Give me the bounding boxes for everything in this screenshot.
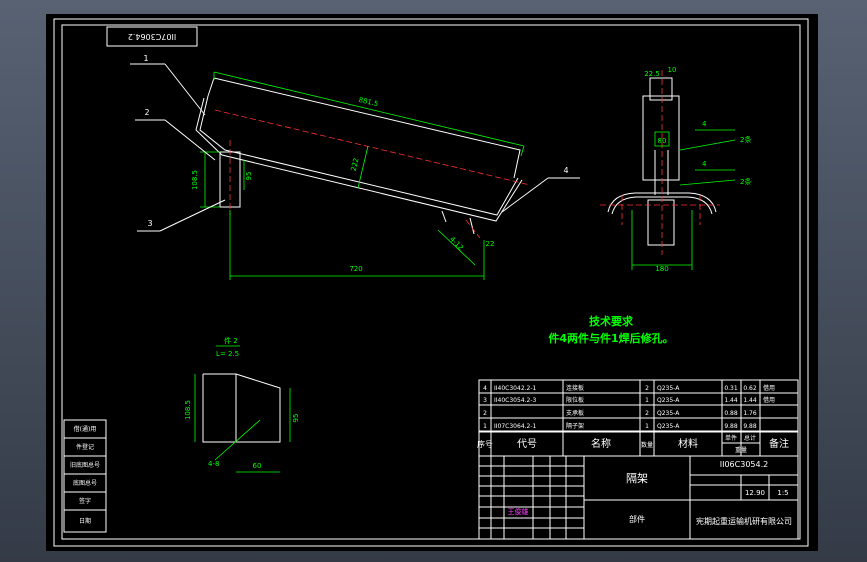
svg-text:2: 2 [645,410,649,417]
dim-side: 108.5 [191,170,199,190]
bom-row: 4 II40C3042.2-1 连接板 2 Q235-A 0.31 0.62 借… [483,384,775,392]
strip-label: 日期 [79,517,91,525]
bom-row: 1 II07C3064.2-1 隔子架 1 Q235-A 9.88 9.88 [483,422,757,430]
dim-right-width: 180 [655,265,668,273]
company-name: 宪期起重运输机研有限公司 [696,516,792,526]
dim-r: 22 [486,240,495,248]
bom-row: 3 II40C3054.2-3 限位板 1 Q235-A 1.44 1.44 借… [483,396,775,404]
svg-text:限位板: 限位板 [566,396,584,404]
svg-text:隔子架: 隔子架 [566,422,584,430]
bom-table: 序号 代号 名称 数量 材料 单件 总计 重量 备注 4 II40C3042.2… [477,379,799,457]
svg-text:0.88: 0.88 [724,410,738,417]
svg-text:1.44: 1.44 [724,397,738,404]
bom-header-mat: 材料 [678,437,698,450]
svg-text:9.88: 9.88 [743,423,757,430]
part2-detail: 件 2 L= 2.5 108.5 95 60 4-8 [184,336,300,473]
tech-title: 技术要求 [589,314,634,328]
svg-text:Q235-A: Q235-A [657,385,680,392]
side-view: 180 22.5 10 80 4 2条 4 2条 [600,66,751,273]
svg-text:II40C3054.2-3: II40C3054.2-3 [494,397,537,404]
main-view: 881.5 222 720 108.5 95 4-12 22 1 2 3 4 [130,54,580,280]
bom-header-total: 总计 [744,434,756,442]
weld-side-1: 2条 [740,135,751,144]
svg-text:3: 3 [483,397,487,404]
part-type: 部件 [629,514,645,524]
dim-right-top: 22.5 [644,70,660,78]
strip-label: 底图总号 [73,479,97,487]
svg-text:2: 2 [483,410,487,417]
svg-text:1.44: 1.44 [743,397,757,404]
svg-text:0.62: 0.62 [743,385,757,392]
bom-header-name: 名称 [591,437,611,450]
outer-border [53,18,809,547]
tech-line: 件4两件与件1焊后修孔。 [548,331,673,345]
weld-2: 4 [702,160,707,168]
strip-label: 件登记 [76,443,94,451]
leader-2: 2 [144,108,149,117]
drawing-number: II06C3054.2 [720,460,768,469]
strip-label: 借(通)用 [74,425,97,433]
weld-1: 4 [702,120,707,128]
designer-name: 王俊雄 [508,507,529,516]
svg-text:0.31: 0.31 [724,385,738,392]
svg-text:借用: 借用 [763,384,775,392]
leader-1: 1 [143,54,148,63]
svg-text:2: 2 [645,385,649,392]
part2-label: 件 2 [224,336,238,345]
svg-text:4: 4 [483,385,487,392]
title-block: II06C3054.2 隔架 部件 宪期起重运输机研有限公司 12.90 1:5… [478,455,799,540]
inner-border [61,24,801,540]
svg-text:1: 1 [483,423,487,430]
svg-text:支承板: 支承板 [566,409,584,417]
bom-header-weight: 重量 [735,446,747,454]
part2-b: 60 [253,462,262,470]
bom-header-unit: 单件 [725,434,737,442]
svg-text:1: 1 [645,423,649,430]
svg-text:借用: 借用 [763,396,775,404]
bom-row: 2 支承板 2 Q235-A 0.88 1.76 [483,409,757,417]
paper [46,14,818,551]
svg-text:II40C3042.2-1: II40C3042.2-1 [494,385,537,392]
svg-text:Q235-A: Q235-A [657,397,680,404]
strip-label: 旧底图总号 [70,461,100,469]
strip-label: 签字 [79,497,91,505]
leader-3: 3 [147,219,152,228]
dim-small: 95 [245,172,253,181]
rotated-drawing-number: II07C3064.2 [128,32,176,41]
svg-text:1: 1 [645,397,649,404]
scale-value: 1:5 [777,489,788,497]
svg-text:Q235-A: Q235-A [657,423,680,430]
rotated-number-box [106,26,198,47]
svg-text:9.88: 9.88 [724,423,738,430]
part2-a: 4-8 [208,460,219,468]
svg-text:连接板: 连接板 [566,384,584,392]
weld-side-2: 2条 [740,177,751,186]
bom-header-code: 代号 [517,438,537,450]
part2-sub: L= 2.5 [216,350,239,358]
bom-header-qty: 数量 [641,441,653,449]
svg-text:II07C3064.2-1: II07C3064.2-1 [494,423,537,430]
dim-right-top2: 10 [668,66,677,74]
weight-value: 12.90 [745,489,765,497]
dim-width: 720 [349,265,362,273]
part2-h: 108.5 [184,400,192,420]
part-name: 隔架 [626,472,648,485]
dim-mid: 222 [350,157,361,172]
leader-4: 4 [563,166,568,175]
svg-text:1.76: 1.76 [743,410,757,417]
left-strip: 借(通)用 件登记 旧底图总号 底图总号 签字 日期 [63,419,107,533]
dim-right-mid: 80 [658,137,667,145]
svg-text:Q235-A: Q235-A [657,410,680,417]
part2-s: 95 [292,414,300,423]
bom-header-no: 序号 [477,439,493,449]
bom-header-note: 备注 [769,437,789,450]
